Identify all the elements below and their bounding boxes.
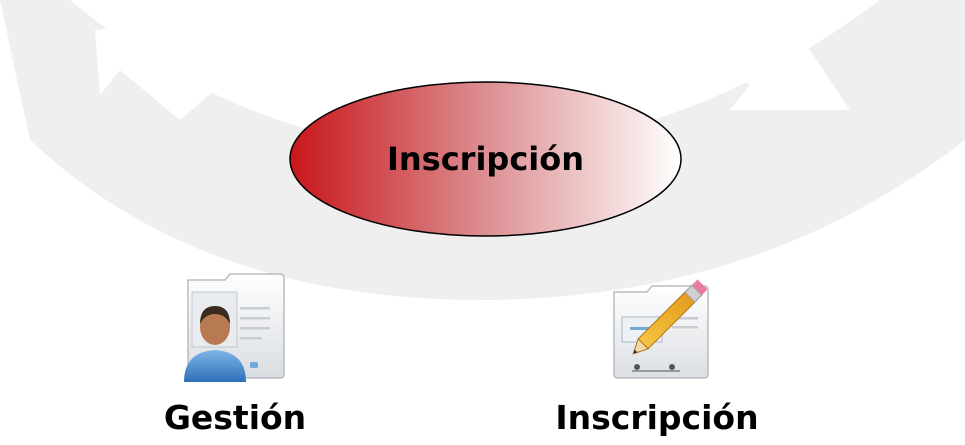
ellipse-shape [289, 81, 682, 237]
inscripcion-label: Inscripción [555, 398, 759, 437]
inscripcion-tile[interactable]: Inscripción [537, 262, 777, 436]
user-card-icon [184, 273, 285, 382]
gestion-tile[interactable]: Gestión [115, 262, 355, 436]
gestion-label: Gestión [163, 398, 307, 437]
edit-form-icon [613, 279, 709, 379]
bg-arrow-left-icon [95, 20, 215, 120]
hero-ellipse[interactable]: Inscripción [288, 80, 683, 238]
bg-arrow-right-icon [680, 15, 850, 110]
hero-title: Inscripción [386, 140, 585, 178]
